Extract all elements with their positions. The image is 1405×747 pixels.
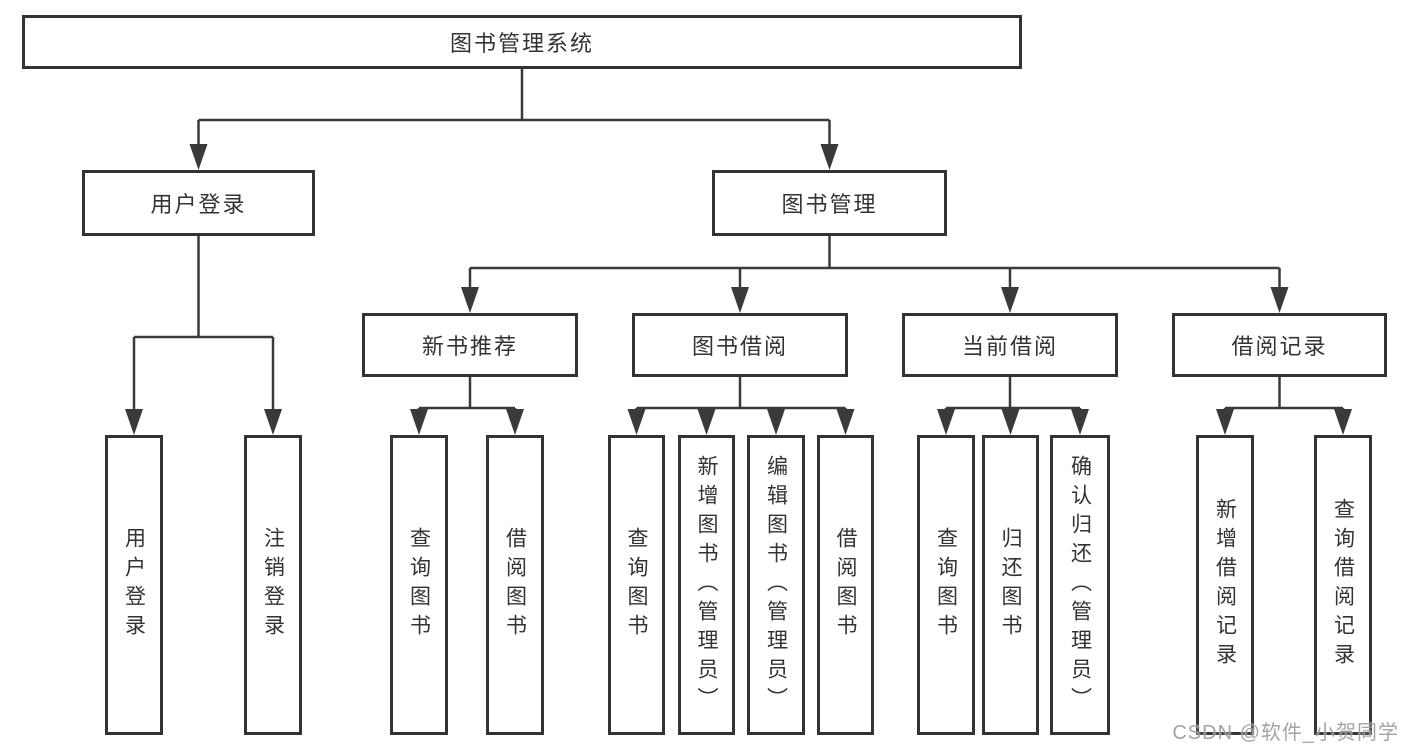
node-label: 查询图书 <box>407 527 431 643</box>
node-label: 新增图书（管理员） <box>695 454 718 716</box>
node-leaf-cb-query: 查询图书 <box>917 435 975 735</box>
node-leaf-nb-query: 查询图书 <box>390 435 448 735</box>
arrowhead-book-borrow <box>731 287 749 313</box>
node-borrow-records: 借阅记录 <box>1172 313 1387 377</box>
arrowhead-leaf-br-add <box>1216 409 1234 435</box>
node-label: 确认归还（管理员） <box>1068 454 1092 716</box>
node-label: 用户登录 <box>122 527 146 643</box>
node-leaf-bb-borrow: 借阅图书 <box>817 435 874 735</box>
node-leaf-bb-add: 新增图书（管理员） <box>678 435 735 735</box>
arrowhead-borrow-records <box>1270 287 1289 313</box>
arrowhead-user-login <box>189 144 208 170</box>
node-leaf-bb-edit: 编辑图书（管理员） <box>747 435 805 735</box>
watermark: CSDN @软件_小贺同学 <box>1172 722 1399 744</box>
arrowhead-book-mgmt <box>820 144 839 170</box>
node-label: 借阅图书 <box>834 527 857 643</box>
node-user-login: 用户登录 <box>82 170 315 236</box>
arrowhead-leaf-user-login <box>125 409 143 435</box>
node-label: 当前借阅 <box>961 334 1058 359</box>
node-label: 归还图书 <box>999 527 1022 643</box>
arrowhead-leaf-nb-query <box>410 409 428 435</box>
node-leaf-cb-confirm: 确认归还（管理员） <box>1050 435 1110 735</box>
node-label: 新书推荐 <box>421 334 518 359</box>
node-leaf-user-login: 用户登录 <box>105 435 163 735</box>
node-label: 用户登录 <box>150 192 247 217</box>
node-leaf-bb-query: 查询图书 <box>608 435 665 735</box>
arrowhead-leaf-bb-add <box>697 409 716 435</box>
arrowhead-leaf-bb-query <box>627 409 646 435</box>
node-label: 查询图书 <box>934 527 958 643</box>
node-label: 借阅记录 <box>1231 334 1328 359</box>
node-label: 图书管理系统 <box>449 31 594 56</box>
node-leaf-nb-borrow: 借阅图书 <box>486 435 544 735</box>
arrowhead-leaf-logout <box>264 409 282 435</box>
node-label: 查询图书 <box>625 527 648 643</box>
node-book-mgmt: 图书管理 <box>712 170 947 236</box>
arrowhead-leaf-cb-confirm <box>1071 409 1089 435</box>
node-leaf-br-query: 查询借阅记录 <box>1314 435 1372 735</box>
node-label: 注销登录 <box>261 527 285 643</box>
node-label: 新增借阅记录 <box>1213 498 1237 672</box>
arrowhead-leaf-nb-borrow <box>506 409 524 435</box>
node-label: 借阅图书 <box>503 527 527 643</box>
node-leaf-br-add: 新增借阅记录 <box>1196 435 1254 735</box>
arrowhead-leaf-cb-return <box>1001 409 1020 435</box>
node-current-borrow: 当前借阅 <box>902 313 1118 377</box>
node-label: 图书借阅 <box>691 334 788 359</box>
arrowhead-new-books <box>461 287 479 313</box>
node-leaf-logout: 注销登录 <box>244 435 302 735</box>
node-label: 查询借阅记录 <box>1331 498 1355 672</box>
arrowhead-leaf-bb-borrow <box>836 409 855 435</box>
arrowhead-current-borrow <box>1001 287 1019 313</box>
node-label: 图书管理 <box>781 192 878 217</box>
node-root: 图书管理系统 <box>22 15 1022 69</box>
node-new-books: 新书推荐 <box>362 313 578 377</box>
arrowhead-leaf-cb-query <box>937 409 955 435</box>
arrowhead-leaf-bb-edit <box>767 409 785 435</box>
node-leaf-cb-return: 归还图书 <box>982 435 1039 735</box>
arrowhead-leaf-br-query <box>1334 409 1352 435</box>
node-label: 编辑图书（管理员） <box>764 454 788 716</box>
node-book-borrow: 图书借阅 <box>632 313 848 377</box>
